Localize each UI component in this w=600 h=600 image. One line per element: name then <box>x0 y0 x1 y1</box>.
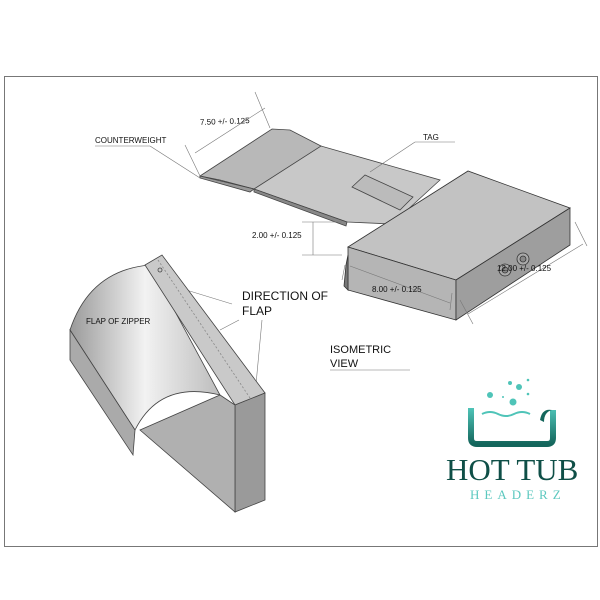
flap-of-zipper-callout: FLAP OF ZIPPER <box>86 317 151 326</box>
cover-box <box>343 170 571 321</box>
dimension-lines <box>95 91 588 396</box>
width-dimension: 7.50 +/- 0.125 <box>199 116 250 127</box>
depth-dimension: 8.00 +/- 0.125 <box>372 285 422 294</box>
view-label-line1: ISOMETRIC <box>330 344 392 356</box>
hot-tub-logo-icon <box>468 378 556 447</box>
height-dimension: 2.00 +/- 0.125 <box>252 231 302 240</box>
logo-wordmark: HOT TUB <box>446 452 579 487</box>
zipper-arch <box>69 254 266 513</box>
tag-shape <box>351 174 414 211</box>
logo-subtitle: HEADERZ <box>470 487 566 502</box>
length-dimension: 12.00 +/- 0.125 <box>497 264 552 273</box>
counterweight-callout: COUNTERWEIGHT <box>95 136 167 145</box>
tag-callout: TAG <box>423 133 439 142</box>
drawing-frame <box>4 76 598 547</box>
view-label-line2: VIEW <box>330 358 359 370</box>
cover-flap <box>198 128 441 227</box>
direction-of-flap-line1: DIRECTION OF <box>242 289 328 303</box>
direction-of-flap-line2: FLAP <box>242 304 273 318</box>
